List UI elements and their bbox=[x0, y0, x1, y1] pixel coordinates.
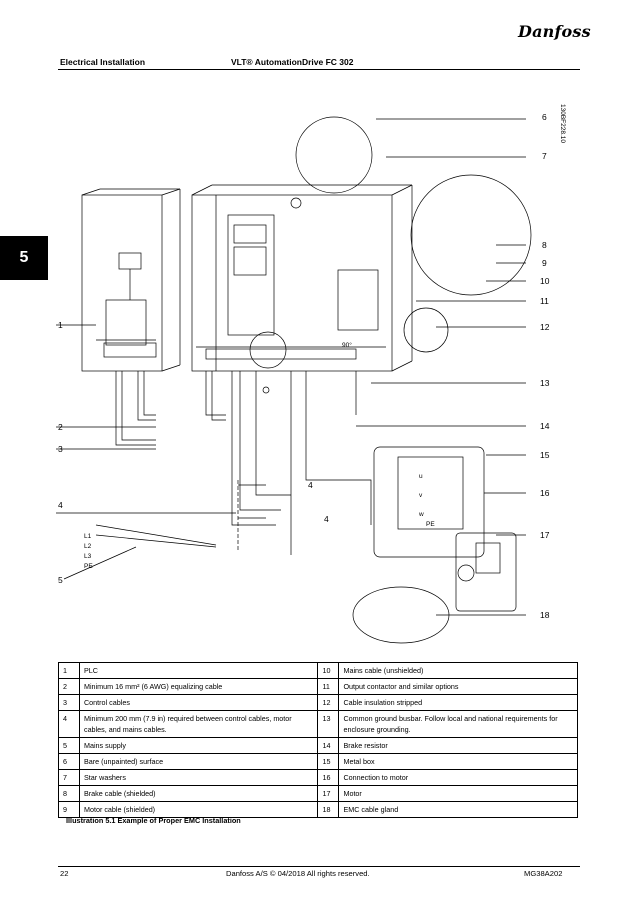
legend-number-cell: 3 bbox=[58, 694, 80, 711]
legend-description-cell: Metal box bbox=[338, 753, 578, 770]
legend-number-cell: 11 bbox=[317, 678, 340, 695]
legend-description-cell: Common ground busbar. Follow local and n… bbox=[338, 710, 578, 738]
motor-terminal-v: v bbox=[419, 492, 423, 499]
legend-number-cell: 15 bbox=[317, 753, 340, 770]
callout-12: 12 bbox=[540, 322, 550, 332]
footer-copyright: Danfoss A/S © 04/2018 All rights reserve… bbox=[226, 869, 370, 878]
callout-1: 1 bbox=[58, 320, 63, 330]
callout-8: 8 bbox=[542, 240, 547, 250]
callout-13: 13 bbox=[540, 378, 550, 388]
callout-16: 16 bbox=[540, 488, 550, 498]
legend-number-cell: 14 bbox=[317, 737, 340, 754]
legend-number-cell: 10 bbox=[317, 662, 340, 679]
callout-3: 3 bbox=[58, 444, 63, 454]
legend-description-cell: Brake resistor bbox=[338, 737, 578, 754]
page-number: 22 bbox=[60, 869, 69, 878]
leader-lines bbox=[56, 118, 526, 616]
callout-2: 2 bbox=[58, 422, 63, 432]
legend-number-cell: 18 bbox=[317, 801, 340, 818]
legend-description-cell: Output contactor and similar options bbox=[338, 678, 578, 695]
legend-description-cell: Connection to motor bbox=[338, 769, 578, 786]
legend-number-cell: 7 bbox=[58, 769, 80, 786]
plc-cabinet bbox=[81, 188, 181, 372]
footer-rule bbox=[58, 866, 580, 867]
angle-label: 90° bbox=[342, 341, 352, 349]
legend-number-cell: 16 bbox=[317, 769, 340, 786]
callout-4b: 4 bbox=[308, 480, 313, 490]
header-rule bbox=[58, 69, 580, 70]
detail-circles bbox=[249, 116, 532, 644]
figure-caption: Illustration 5.1 Example of Proper EMC I… bbox=[66, 816, 241, 825]
callout-11: 11 bbox=[540, 296, 549, 306]
legend-number-cell: 8 bbox=[58, 785, 80, 802]
callout-4a: 4 bbox=[58, 500, 63, 510]
callout-10: 10 bbox=[540, 276, 550, 286]
motor-assembly bbox=[373, 446, 517, 612]
header-product: VLT® AutomationDrive FC 302 bbox=[231, 57, 354, 67]
callout-9: 9 bbox=[542, 258, 547, 268]
emc-installation-illustration: 1 2 3 4 4 4 5 6 7 8 9 10 11 12 13 14 15 … bbox=[56, 112, 550, 644]
mains-label-l3: L3 bbox=[84, 553, 92, 560]
legend-description-cell: Cable insulation stripped bbox=[338, 694, 578, 711]
legend-description-cell: Minimum 200 mm (7.9 in) required between… bbox=[78, 710, 319, 738]
motor-terminal-u: u bbox=[419, 473, 423, 480]
callout-6: 6 bbox=[542, 112, 547, 122]
chapter-tab: 5 bbox=[0, 236, 48, 280]
legend-description-cell: Motor bbox=[338, 785, 578, 802]
legend-number-cell: 13 bbox=[317, 710, 340, 738]
legend-description-cell: Minimum 16 mm² (6 AWG) equalizing cable bbox=[78, 678, 319, 695]
legend-number-cell: 2 bbox=[58, 678, 80, 695]
legend-number-cell: 12 bbox=[317, 694, 340, 711]
legend-description-cell: Star washers bbox=[78, 769, 319, 786]
legend-number-cell: 9 bbox=[58, 801, 80, 818]
legend-description-cell: Mains cable (unshielded) bbox=[338, 662, 578, 679]
legend-description-cell: Bare (unpainted) surface bbox=[78, 753, 319, 770]
legend-number-cell: 4 bbox=[58, 710, 80, 738]
mains-label-l1: L1 bbox=[84, 533, 92, 540]
callout-7: 7 bbox=[542, 151, 547, 161]
header-section: Electrical Installation bbox=[60, 57, 146, 67]
callout-17: 17 bbox=[540, 530, 550, 540]
legend-description-cell: Mains supply bbox=[78, 737, 319, 754]
footer-doc-code: MG38A202 bbox=[524, 869, 563, 878]
motor-terminal-w: w bbox=[418, 511, 424, 518]
legend-description-cell: Control cables bbox=[78, 694, 319, 711]
callout-18: 18 bbox=[540, 610, 550, 620]
drive-cabinet bbox=[191, 184, 413, 394]
legend-number-cell: 5 bbox=[58, 737, 80, 754]
legend-description-cell: PLC bbox=[78, 662, 319, 679]
cable-runs bbox=[95, 371, 372, 555]
mains-label-pe: PE bbox=[84, 563, 93, 570]
callout-4c: 4 bbox=[324, 514, 329, 524]
mains-label-l2: L2 bbox=[84, 543, 92, 550]
callout-5: 5 bbox=[58, 575, 63, 585]
callout-15: 15 bbox=[540, 450, 550, 460]
danfoss-logo: Danfoss bbox=[518, 22, 591, 41]
legend-number-cell: 17 bbox=[317, 785, 340, 802]
motor-terminal-pe: PE bbox=[426, 521, 435, 528]
callout-14: 14 bbox=[540, 421, 550, 431]
legend-number-cell: 1 bbox=[58, 662, 80, 679]
legend-description-cell: EMC cable gland bbox=[338, 801, 578, 818]
legend-description-cell: Brake cable (shielded) bbox=[78, 785, 319, 802]
legend-number-cell: 6 bbox=[58, 753, 80, 770]
